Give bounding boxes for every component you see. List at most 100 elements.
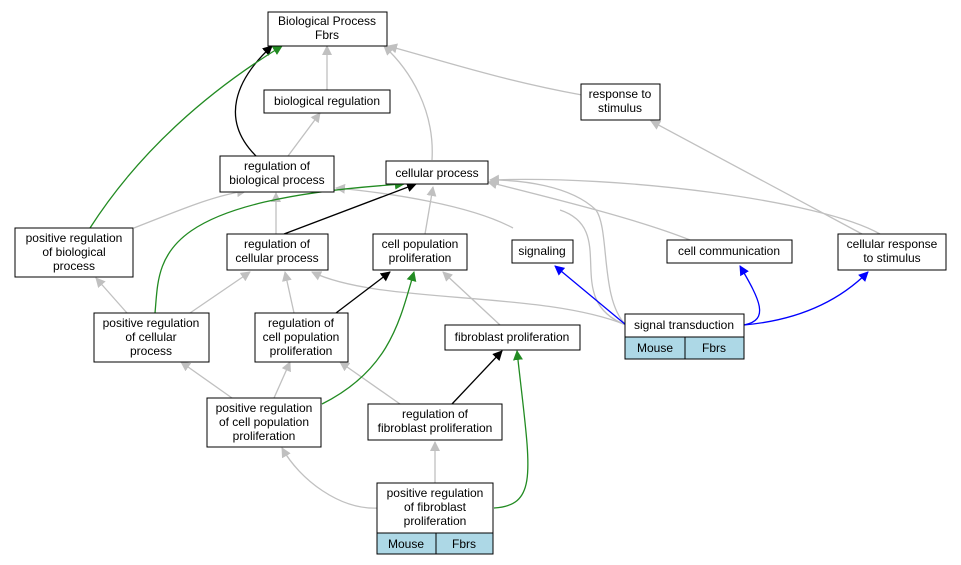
node-signal-transduction[interactable]: signal transduction Mouse Fbrs: [624, 313, 745, 360]
svg-text:biological regulation: biological regulation: [274, 94, 380, 108]
svg-text:Mouse: Mouse: [637, 341, 673, 355]
edge-sigtrans-cellcomm-blue: [739, 265, 761, 326]
edge-cellproc-bp: [383, 45, 433, 161]
node-label-line: of cell population: [219, 415, 309, 429]
edge-regcellpop-regcell: [282, 271, 295, 314]
node-label-line: positive regulation: [103, 316, 200, 330]
node-fibroblast-proliferation[interactable]: fibroblast proliferation: [444, 324, 581, 351]
edge-posregcellpop-cellpop: [321, 271, 417, 405]
edge-posregcell-cellproc: [154, 179, 405, 314]
node-label-line: to stimulus: [863, 251, 920, 265]
edge-sigtrans-cellproc: [489, 179, 627, 326]
node-label-line: response to: [589, 87, 652, 101]
node-label-line: biological process: [229, 173, 324, 187]
node-label-line: regulation of: [268, 316, 335, 330]
edge-cellpop-cellproc: [424, 186, 437, 235]
edge-posregfib-posregcellpop: [281, 447, 379, 509]
node-biological-regulation[interactable]: biological regulation: [263, 89, 391, 114]
node-label-line: cell population: [263, 330, 340, 344]
svg-text:cellular process: cellular process: [395, 166, 478, 180]
edge-posregcell-posregbio: [95, 277, 128, 314]
node-label-line: positive regulation: [216, 401, 313, 415]
edge-sigtrans-signaling: [559, 209, 627, 326]
node-label-line: proliferation: [404, 514, 467, 528]
node-label-line: signaling: [518, 244, 565, 258]
svg-text:fibroblast proliferation: fibroblast proliferation: [455, 330, 570, 344]
edge-posregcellpop-posregcell: [180, 361, 233, 399]
edge-posregbio-bp: [89, 45, 283, 229]
node-cell-communication[interactable]: cell communication: [666, 239, 793, 264]
node-label-line: regulation of: [244, 159, 311, 173]
node-label-line: cell population: [382, 237, 459, 251]
node-label-line: positive regulation: [26, 231, 123, 245]
node-label-line: regulation of: [402, 407, 469, 421]
node-label-line: of fibroblast: [404, 500, 467, 514]
tag-fbrs: [435, 532, 494, 555]
node-cellular-process[interactable]: cellular process: [385, 160, 489, 185]
node-label-line: fibroblast proliferation: [455, 330, 570, 344]
edge-signaling-regbio: [335, 183, 514, 229]
edge-regcell-cellproc: [283, 182, 417, 235]
node-label-line: Biological Process: [278, 14, 376, 28]
node-label-line: proliferation: [270, 344, 333, 358]
edge-regbio-bp: [234, 45, 273, 157]
edges: [89, 43, 881, 509]
edge-posregbio-regbio: [133, 187, 247, 229]
node-label-line: process: [130, 344, 172, 358]
node-label-line: of biological: [42, 245, 105, 259]
tag-fbrs: [684, 336, 745, 360]
svg-text:cell communication: cell communication: [678, 244, 780, 258]
node-label-line: proliferation: [233, 429, 296, 443]
edge-resp-bp: [387, 43, 583, 96]
node-label-line: stimulus: [598, 101, 642, 115]
edge-sigtrans-signaling-blue: [554, 265, 627, 326]
node-label-line: fibroblast proliferation: [378, 421, 493, 435]
edge-posregcellpop-regcellpop: [273, 361, 291, 399]
edge-fibprolif-cellpop: [442, 271, 501, 326]
node-label-line: regulation of: [244, 237, 311, 251]
edge-regfib-regcellpop: [339, 361, 401, 405]
edge-regfib-fibprolif: [451, 350, 503, 405]
tag-label: Mouse: [637, 341, 673, 355]
edge-sigtrans-cellresp-blue: [743, 271, 869, 326]
edge-regcellpop-cellpop: [335, 271, 391, 314]
svg-text:Fbrs: Fbrs: [702, 341, 726, 355]
edge-posregcell-regcell: [189, 271, 251, 314]
tag-label: Fbrs: [452, 537, 476, 551]
edge-sigtrans-regcell: [311, 271, 627, 326]
edge-cellresp-cellproc: [489, 174, 881, 235]
svg-text:Mouse: Mouse: [388, 537, 424, 551]
node-label-line: process: [53, 259, 95, 273]
node-label-line: biological regulation: [274, 94, 380, 108]
node-label-line: cell communication: [678, 244, 780, 258]
edge-cellcomm-cellproc: [487, 179, 691, 241]
edge-cellresp-resp: [650, 120, 863, 235]
node-signaling[interactable]: signaling: [511, 239, 574, 264]
tag-label: Fbrs: [702, 341, 726, 355]
tag-label: Mouse: [388, 537, 424, 551]
svg-text:Fbrs: Fbrs: [452, 537, 476, 551]
node-label-line: proliferation: [389, 251, 452, 265]
